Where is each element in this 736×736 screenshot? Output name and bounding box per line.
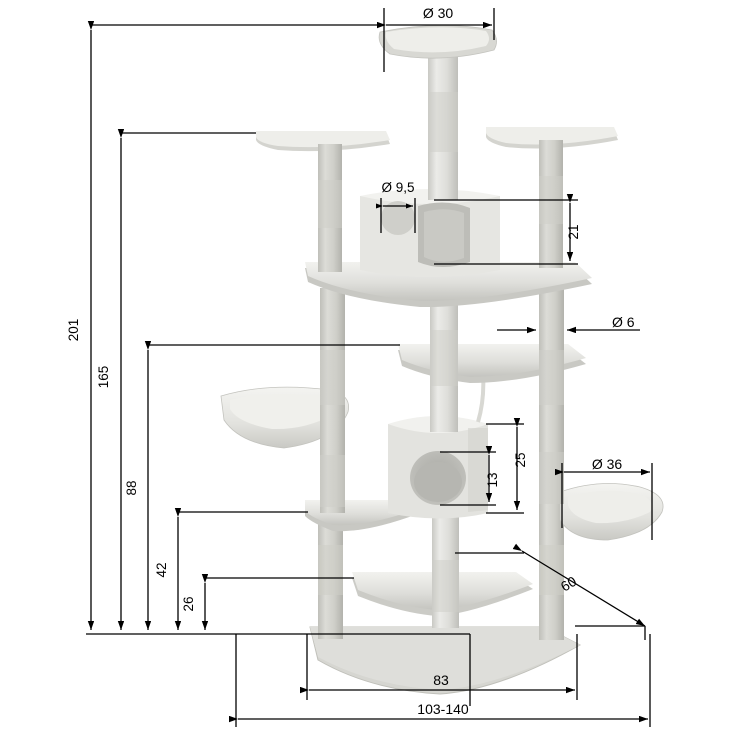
hammock-left [220, 386, 349, 449]
dim-height-21 [434, 194, 578, 265]
label-height-26: 26 [181, 596, 196, 611]
label-height-88: 88 [124, 480, 139, 495]
platform-right-wing [486, 127, 618, 268]
base-board [309, 626, 582, 695]
dim-diagonal-60 [455, 543, 646, 640]
cave-lower [388, 416, 488, 519]
label-height-25: 25 [513, 452, 528, 467]
dimension-lines [86, 8, 653, 727]
label-width-103-140: 103-140 [417, 701, 469, 717]
dim-height-26 [201, 574, 354, 630]
dim-width-83 [300, 634, 578, 700]
bowl-right [559, 483, 664, 541]
baseline [86, 633, 471, 706]
dim-width-103-140 [229, 634, 651, 727]
platform-top [378, 25, 497, 59]
label-diagonal-60: 60 [558, 573, 580, 595]
dim-height-42 [174, 508, 308, 630]
dim-height-165 [117, 129, 256, 630]
dim-diameter-30 [90, 8, 495, 72]
label-diameter-6: Ø 6 [612, 314, 635, 330]
cave-upper [360, 189, 500, 277]
dim-height-13 [440, 446, 496, 506]
label-diameter-30: Ø 30 [423, 5, 454, 21]
dim-diameter-95 [375, 198, 416, 233]
dim-height-88 [144, 341, 400, 630]
post-top [428, 45, 458, 200]
dimension-labels: Ø 30 Ø 9,5 21 Ø 6 201 165 88 25 13 Ø 36 … [66, 5, 635, 717]
label-height-201: 201 [66, 319, 81, 342]
label-height-165: 165 [96, 366, 111, 389]
dim-diameter-36 [555, 463, 653, 540]
label-height-21: 21 [566, 224, 581, 239]
platform-left-wing [256, 131, 390, 272]
shelf-upper [305, 262, 592, 308]
label-height-13: 13 [485, 472, 500, 487]
label-height-42: 42 [154, 562, 169, 577]
label-width-83: 83 [433, 672, 449, 688]
posts-mid [320, 282, 564, 513]
product-illustration [220, 25, 664, 695]
label-diameter-9-5: Ø 9,5 [381, 180, 414, 195]
label-diameter-36: Ø 36 [592, 456, 623, 472]
dim-height-25 [486, 418, 524, 514]
